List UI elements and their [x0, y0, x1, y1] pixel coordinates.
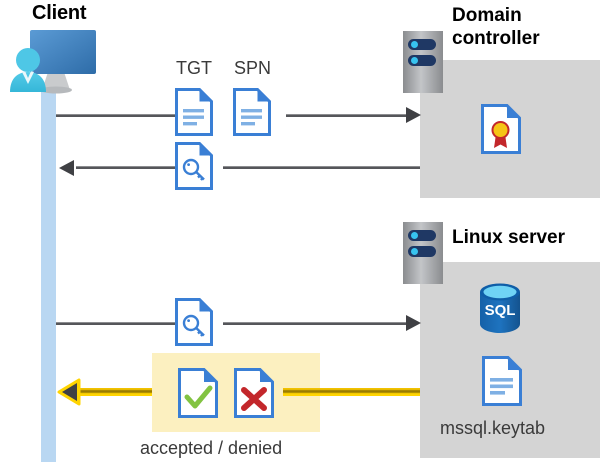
domain-controller-title-line1: Domain	[452, 5, 522, 26]
message-line-to-linux-right	[223, 322, 412, 325]
message-line-to-linux-left	[56, 322, 175, 325]
request-key-document-icon	[175, 298, 213, 346]
arrowhead-to-domain-controller	[404, 106, 422, 124]
client-lifeline	[41, 88, 56, 462]
sql-database-icon-text: SQL	[485, 302, 516, 319]
certificate-document-icon	[481, 104, 521, 154]
client-workstation-icon	[4, 28, 100, 98]
message-line-tgt-spn-left	[56, 114, 175, 117]
result-line-left	[76, 388, 152, 396]
spn-document-icon	[233, 88, 271, 136]
tgt-document-icon	[175, 88, 213, 136]
sql-database-icon: SQL	[477, 282, 523, 334]
domain-controller-title-line2: controller	[452, 28, 540, 49]
arrowhead-to-client-result	[57, 378, 81, 406]
linux-server-icon	[403, 222, 443, 284]
arrowhead-to-client-upper	[58, 159, 76, 177]
domain-controller-title: Domain controller	[452, 4, 540, 50]
tgt-label: TGT	[176, 58, 212, 78]
keytab-document-icon	[482, 356, 522, 406]
linux-server-title: Linux server	[452, 227, 565, 248]
accepted-denied-caption: accepted / denied	[140, 438, 283, 458]
accepted-document-icon	[178, 368, 218, 418]
service-ticket-key-document-icon	[175, 142, 213, 190]
spn-label: SPN	[234, 58, 272, 78]
client-title: Client	[32, 2, 87, 24]
message-line-tgt-spn-right	[286, 114, 412, 117]
message-line-service-ticket-right	[223, 166, 420, 169]
keytab-filename-label: mssql.keytab	[440, 418, 546, 438]
domain-controller-server-icon	[403, 31, 443, 93]
denied-document-icon	[234, 368, 274, 418]
result-line-right	[283, 388, 420, 396]
message-line-service-ticket-left	[76, 166, 175, 169]
arrowhead-to-linux-server	[404, 314, 422, 332]
